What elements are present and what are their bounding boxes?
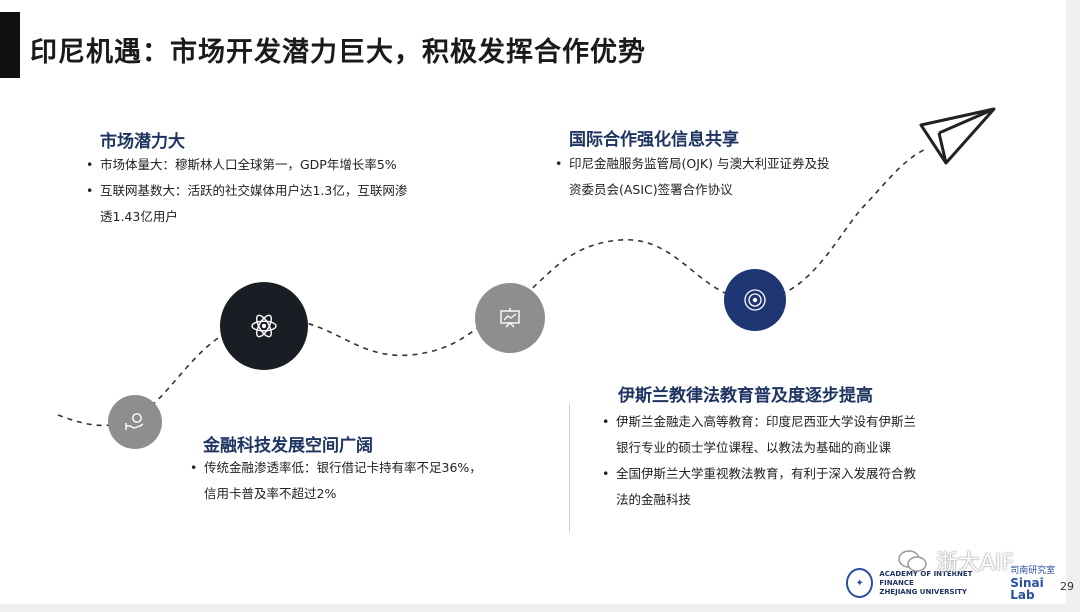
academy-line-1: ACADEMY OF INTERNET FINANCE — [879, 569, 973, 587]
hand-coin-circle — [108, 395, 162, 449]
academy-logo-text: ACADEMY OF INTERNET FINANCE ZHEJIANG UNI… — [879, 570, 996, 597]
watermark-text: 浙大AIF — [936, 551, 1015, 576]
market-section-title: 市场潜力大 — [100, 132, 185, 152]
hand-coin-icon — [125, 413, 144, 430]
target-icon — [744, 289, 766, 311]
fintech-section-title: 金融科技发展空间广阔 — [203, 436, 373, 456]
cooperation-section-title: 国际合作强化信息共享 — [569, 130, 739, 150]
slide: 印尼机遇：市场开发潜力巨大，积极发挥合作优势 — [0, 0, 1066, 604]
sinai-lab-en: Sinai Lab — [1010, 576, 1044, 602]
wechat-icon — [898, 550, 927, 572]
education-section-title: 伊斯兰教律法教育普及度逐步提高 — [618, 386, 873, 406]
paper-plane-icon — [919, 107, 996, 165]
fintech-bullet-1: 传统金融渗透率低：银行借记卡持有率不足36%， — [188, 455, 528, 481]
education-bullet-1: 伊斯兰金融走入高等教育：印度尼西亚大学设有伊斯兰 — [600, 409, 960, 435]
market-bullets: 市场体量大：穆斯林人口全球第一，GDP年增长率5% 互联网基数大：活跃的社交媒体… — [84, 152, 464, 230]
title-accent-bar — [0, 12, 20, 78]
atom-icon — [251, 314, 277, 338]
education-bullets: 伊斯兰金融走入高等教育：印度尼西亚大学设有伊斯兰 银行专业的硕士学位课程、以教法… — [600, 409, 960, 513]
presentation-icon — [500, 308, 520, 328]
cooperation-bullet-1-cont: 资委员会(ASIC)签署合作协议 — [569, 182, 733, 197]
divider-line — [569, 404, 570, 532]
sinai-lab-logo: 司南研究室 Sinai Lab — [1010, 565, 1066, 601]
sinai-lab-cn: 司南研究室 — [1010, 566, 1056, 576]
page-title: 印尼机遇：市场开发潜力巨大，积极发挥合作优势 — [30, 37, 646, 68]
footer-logos: ✦ ACADEMY OF INTERNET FINANCE ZHEJIANG U… — [846, 565, 1066, 601]
wechat-watermark: 浙大AIF — [898, 545, 1014, 577]
fintech-bullet-1-cont: 信用卡普及率不超过2% — [204, 486, 337, 501]
market-bullet-1: 市场体量大：穆斯林人口全球第一，GDP年增长率5% — [84, 152, 464, 178]
education-bullet-2: 全国伊斯兰大学重视教法教育，有利于深入发展符合教 — [600, 461, 960, 487]
university-seal-icon: ✦ — [846, 568, 874, 598]
education-bullet-2-cont: 法的金融科技 — [616, 492, 692, 507]
cooperation-bullets: 印尼金融服务监管局(OJK) 与澳大利亚证券及投 资委员会(ASIC)签署合作协… — [553, 151, 893, 203]
education-bullet-1-cont: 银行专业的硕士学位课程、以教法为基础的商业课 — [616, 440, 892, 455]
market-bullet-2: 互联网基数大：活跃的社交媒体用户达1.3亿，互联网渗 — [84, 178, 464, 204]
market-bullet-2-cont: 透1.43亿用户 — [100, 209, 178, 224]
target-circle — [724, 269, 786, 331]
page-number: 29 — [1060, 580, 1074, 593]
academy-line-2: ZHEJIANG UNIVERSITY — [879, 587, 967, 596]
presentation-circle — [475, 283, 545, 353]
atom-circle — [220, 282, 308, 370]
cooperation-bullet-1: 印尼金融服务监管局(OJK) 与澳大利亚证券及投 — [553, 151, 893, 177]
fintech-bullets: 传统金融渗透率低：银行借记卡持有率不足36%， 信用卡普及率不超过2% — [188, 455, 528, 507]
